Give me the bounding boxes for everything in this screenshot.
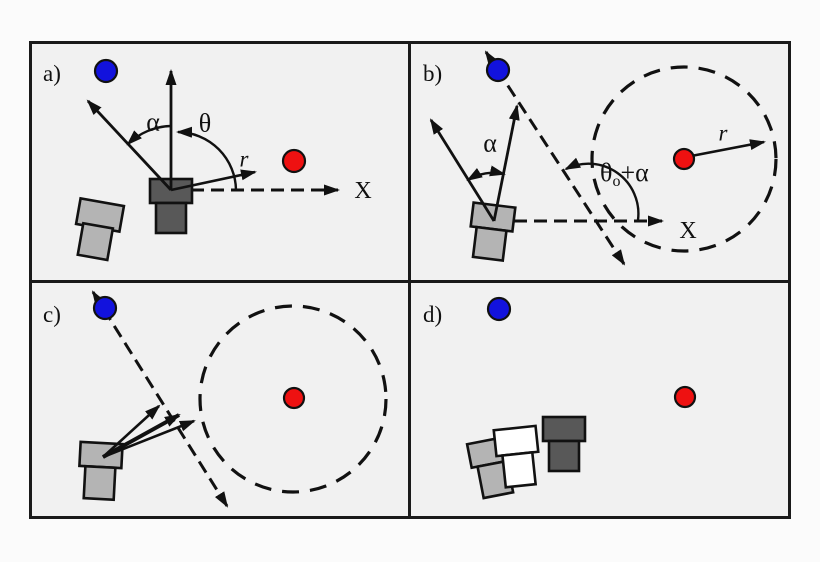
- theta-base: θ: [600, 158, 612, 187]
- panel-label: a): [43, 61, 61, 86]
- heading-arrow: [429, 118, 496, 222]
- theta-angle-arc: [176, 126, 238, 191]
- candidate-arrow-3: [102, 419, 196, 459]
- blue-marker: [485, 57, 511, 83]
- theta-label: θ: [199, 109, 211, 138]
- panel-divider-horizontal: [30, 280, 790, 283]
- red-marker: [282, 386, 306, 410]
- heading-arrow: [86, 99, 173, 191]
- alpha-angle-arc: [466, 165, 506, 182]
- plus-alpha: +α: [620, 158, 649, 187]
- robot-dark: [148, 177, 194, 235]
- panel-b: b) α θo+α r X: [423, 50, 778, 266]
- trajectory-dashed-line: [91, 290, 229, 508]
- red-marker: [281, 148, 307, 174]
- robot-light: [469, 201, 517, 262]
- red-marker: [673, 385, 697, 409]
- panel-label: c): [43, 302, 61, 327]
- panel-c: c): [43, 290, 388, 508]
- alpha-angle-arc: [126, 124, 172, 146]
- panel-d: d): [423, 296, 697, 500]
- x-axis-label: X: [679, 218, 696, 244]
- red-marker: [672, 147, 696, 171]
- panel-label: d): [423, 302, 442, 327]
- blue-marker: [93, 58, 119, 84]
- x-axis-label: X: [354, 178, 371, 204]
- theta-o-alpha-angle-arc: [564, 157, 640, 221]
- candidate-arrow-2: [102, 413, 181, 459]
- radius-label: r: [719, 121, 729, 146]
- theta-subscript: o: [612, 173, 620, 190]
- target-direction-arrow: [492, 104, 520, 222]
- alpha-label: α: [146, 108, 160, 137]
- blue-marker: [92, 295, 118, 321]
- robot-light: [74, 196, 126, 262]
- trajectory-dashed-line: [484, 50, 626, 266]
- radius-label: r: [240, 147, 250, 172]
- robot-dark: [541, 415, 587, 473]
- range-dashed-circle: [198, 304, 388, 494]
- range-dashed-circle: [590, 65, 778, 253]
- blue-marker: [486, 296, 512, 322]
- theta-o-alpha-label: θo+α: [600, 158, 649, 190]
- alpha-label: α: [483, 129, 497, 158]
- candidate-arrow-1: [102, 404, 161, 458]
- panel-a: a) α θ r X: [43, 58, 372, 262]
- panel-label: b): [423, 61, 442, 86]
- radius-arrow: [685, 139, 766, 159]
- radius-arrow: [170, 169, 257, 192]
- robot-white: [492, 424, 540, 489]
